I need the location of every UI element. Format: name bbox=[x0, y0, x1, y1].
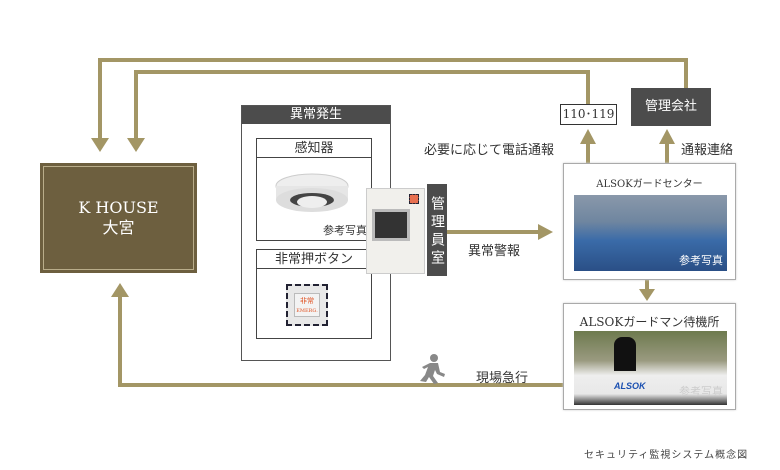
management-company-box: 管理会社 bbox=[631, 88, 711, 126]
sensor-title: 感知器 bbox=[257, 139, 371, 158]
khouse-location: 大宮 bbox=[102, 218, 135, 237]
emergency-label-en: EMERG. bbox=[296, 308, 318, 314]
guard-center-photo: 参考写真 bbox=[574, 195, 727, 271]
incident-panel: 異常発生 感知器 参考写真 非常押ボタン 非常 EMERG. bbox=[241, 105, 391, 361]
emergency-label-jp: 非常 bbox=[300, 297, 314, 305]
line-police-to-khouse bbox=[134, 70, 590, 140]
line-management-to-khouse bbox=[98, 58, 688, 140]
footer-caption: セキュリティ監視システム概念図 bbox=[584, 450, 749, 461]
sensor-box: 感知器 参考写真 bbox=[256, 138, 372, 241]
arrow-head bbox=[91, 138, 109, 152]
guard-center-title: ALSOKガードセンター bbox=[596, 179, 703, 190]
guard-station-card: ALSOKガードマン待機所 ALSOK 参考写真 bbox=[563, 303, 736, 410]
guard-center-caption: 参考写真 bbox=[679, 254, 723, 267]
report-label: 通報連絡 bbox=[681, 143, 734, 158]
guard-station-photo: ALSOK 参考写真 bbox=[574, 331, 727, 405]
intercom-panel-icon bbox=[366, 188, 425, 274]
guard-center-card: ALSOKガードセンター 参考写真 bbox=[563, 163, 736, 280]
line-dispatch-to-khouse bbox=[118, 295, 563, 387]
sensor-caption: 参考写真 bbox=[323, 224, 367, 237]
emergency-numbers-box: 110･119 bbox=[560, 104, 617, 125]
emergency-button-title: 非常押ボタン bbox=[257, 250, 371, 269]
dispatch-label: 現場急行 bbox=[476, 371, 529, 386]
incident-title: 異常発生 bbox=[242, 106, 390, 124]
phone-report-label: 必要に応じて電話通報 bbox=[424, 143, 555, 158]
guard-station-caption: 参考写真 bbox=[679, 385, 723, 398]
guard-station-title: ALSOKガードマン待機所 bbox=[579, 315, 720, 329]
khouse-name: K HOUSE bbox=[78, 198, 159, 217]
arrow-head bbox=[111, 283, 129, 297]
arrow-head bbox=[580, 129, 596, 144]
arrow-head bbox=[127, 138, 145, 152]
khouse-box: K HOUSE 大宮 bbox=[40, 163, 197, 273]
emergency-button-box: 非常押ボタン 非常 EMERG. bbox=[256, 249, 372, 339]
smoke-detector-icon bbox=[275, 173, 349, 212]
running-person-icon bbox=[420, 354, 445, 384]
arrow-head bbox=[659, 129, 675, 144]
emergency-button-icon: 非常 EMERG. bbox=[286, 284, 328, 326]
alarm-label: 異常警報 bbox=[468, 244, 521, 259]
car-logo: ALSOK bbox=[614, 381, 646, 391]
arrow-head bbox=[639, 289, 655, 301]
arrow-head bbox=[538, 224, 553, 240]
manager-room-label: 管理員室 bbox=[427, 184, 447, 276]
